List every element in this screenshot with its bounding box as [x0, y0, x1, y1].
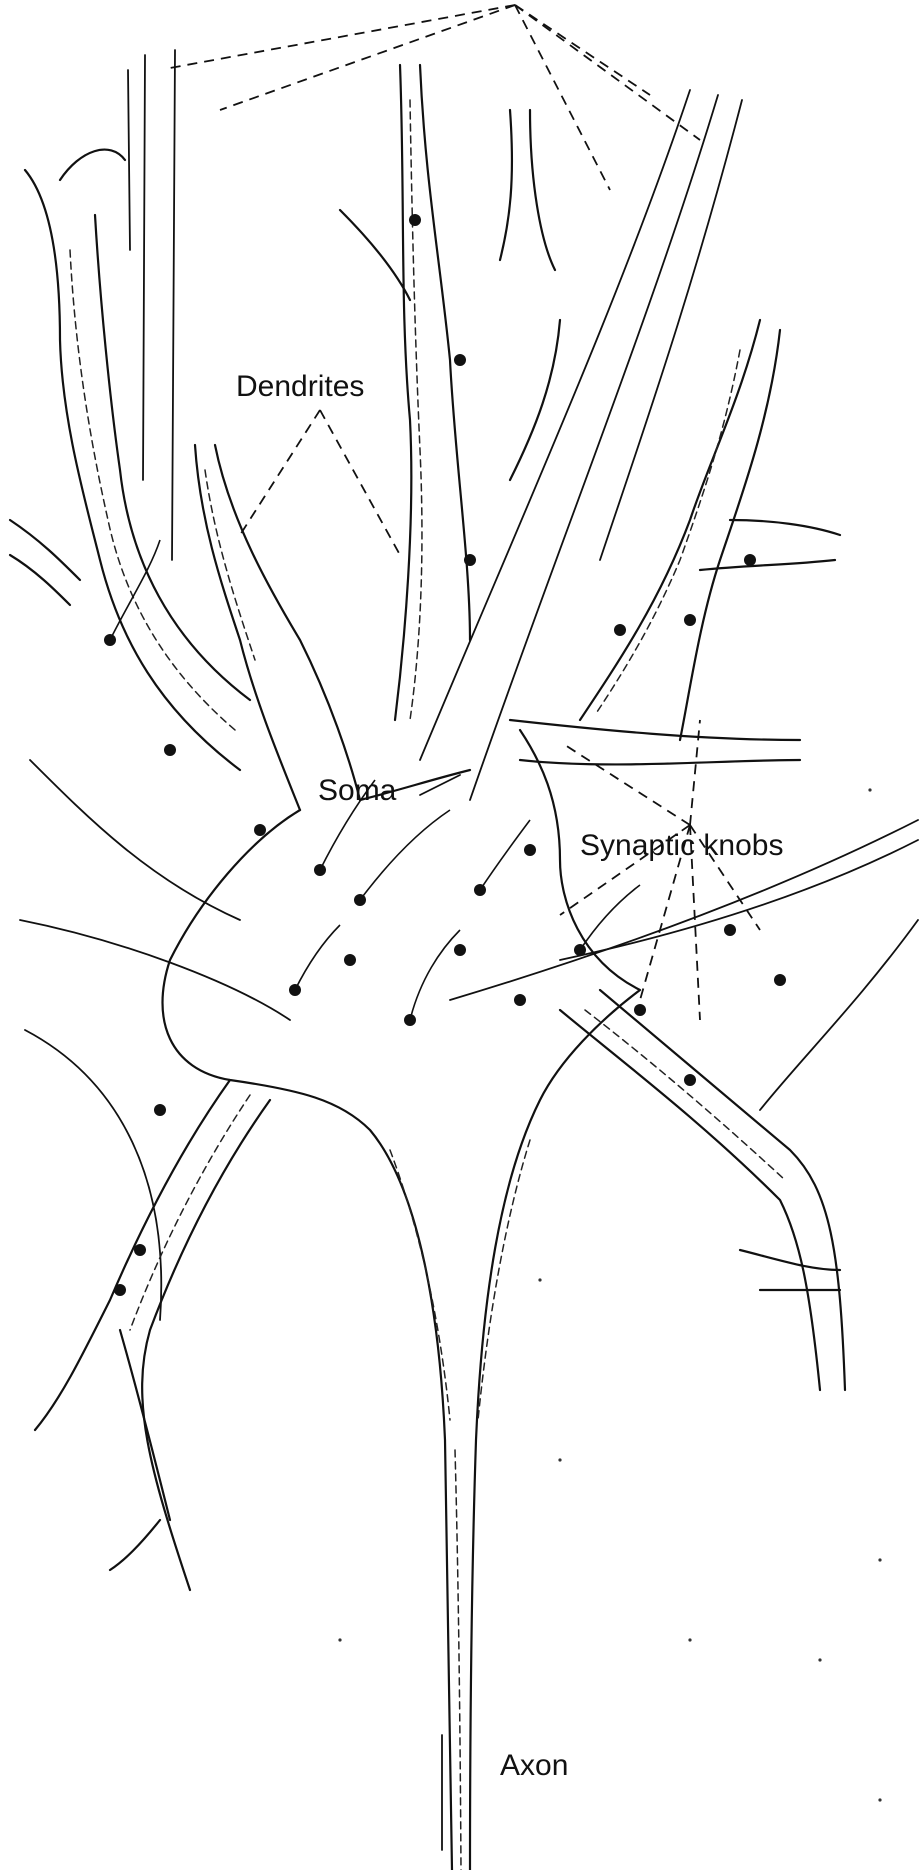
- synaptic-knob-marks: [104, 214, 786, 1296]
- soma-body: [163, 730, 641, 1870]
- synaptic-knob: [614, 624, 626, 636]
- synaptic-knob: [724, 924, 736, 936]
- synaptic-knob: [114, 1284, 126, 1296]
- synaptic-knob: [164, 744, 176, 756]
- label-synaptic-knobs: Synaptic knobs: [580, 829, 783, 862]
- synaptic-knob: [744, 554, 756, 566]
- synaptic-knob: [344, 954, 356, 966]
- synaptic-knob: [409, 214, 421, 226]
- synaptic-knob: [524, 844, 536, 856]
- synaptic-knob: [134, 1244, 146, 1256]
- synaptic-knob: [454, 354, 466, 366]
- synaptic-knob: [684, 614, 696, 626]
- synaptic-knob: [634, 1004, 646, 1016]
- synaptic-knob: [454, 944, 466, 956]
- background-specks: [338, 788, 881, 1801]
- synaptic-knob: [514, 994, 526, 1006]
- synaptic-knob: [684, 1074, 696, 1086]
- label-dendrites: Dendrites: [236, 370, 364, 403]
- synaptic-knob: [254, 824, 266, 836]
- synaptic-knob: [464, 554, 476, 566]
- membrane-texture: [70, 100, 785, 1870]
- label-leaders: [170, 5, 760, 1850]
- label-soma: Soma: [318, 774, 397, 807]
- synaptic-knob: [774, 974, 786, 986]
- label-axon: Axon: [500, 1749, 568, 1782]
- synaptic-knob: [154, 1104, 166, 1116]
